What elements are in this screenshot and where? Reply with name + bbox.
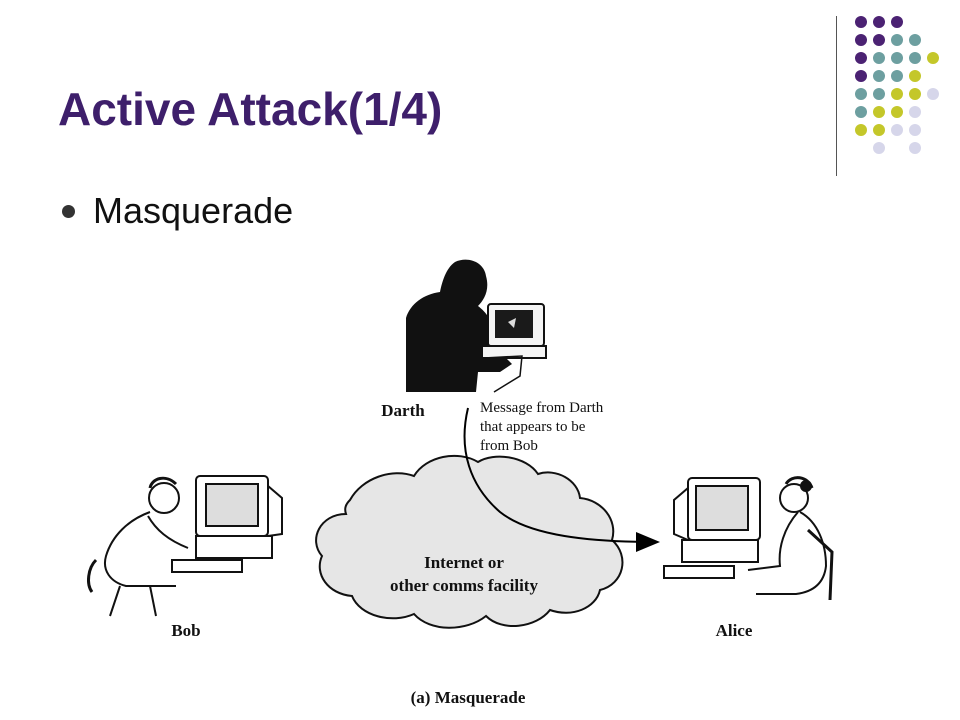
bob-label: Bob [171,621,200,640]
darth-figure-icon [406,259,547,393]
dot-row-3 [855,52,939,64]
dot-row-7 [855,124,921,136]
cloud-label-line-1: Internet or [424,553,504,572]
dot-row-8 [873,142,921,154]
dot-row-5 [855,88,939,100]
alice-label: Alice [716,621,753,640]
dot-row-4 [855,70,921,82]
masquerade-arrow [463,407,660,552]
slide-title: Active Attack(1/4) [58,83,443,135]
internet-cloud [315,454,624,629]
alice-figure-icon [663,476,834,601]
decor-dot-grid [855,16,939,154]
dot-row-1 [855,16,903,28]
message-line-1: Message from Darth [480,400,604,416]
dot-row-2 [855,34,921,46]
bullet-dot-icon [62,204,75,218]
message-line-2: that appears to be [480,419,586,435]
bob-figure-icon [87,475,283,617]
bullet-text: Masquerade [93,190,294,231]
cloud-label-line-2: other comms facility [390,576,538,595]
message-line-3: from Bob [480,438,538,454]
darth-label: Darth [381,401,425,420]
bullet-item: Masquerade [62,190,293,232]
decor-divider [836,16,837,176]
dot-row-6 [855,106,921,118]
diagram-caption: (a) Masquerade [411,688,526,707]
